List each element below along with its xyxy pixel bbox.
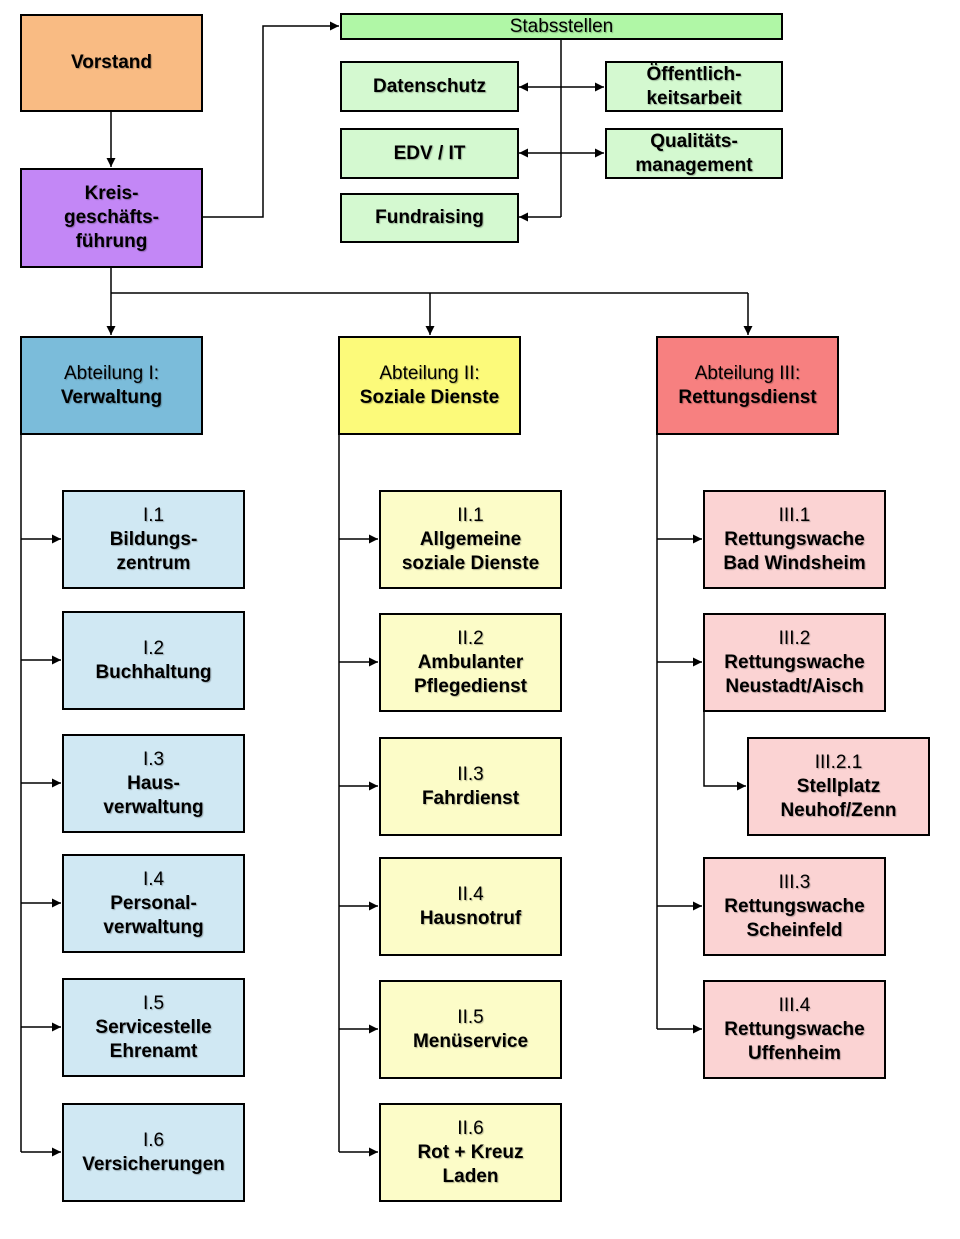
qualitaetsmanagement-line-2: management <box>635 154 753 176</box>
unit-line: Uffenheim <box>748 1042 841 1064</box>
unit-code: I.1 <box>142 504 165 526</box>
unit-line: Pflegedienst <box>414 675 527 697</box>
unit-code: II.6 <box>457 1117 484 1139</box>
unit-line: Haus- <box>127 772 180 794</box>
unit-code: III.3 <box>778 871 811 893</box>
unit-code: II.5 <box>457 1006 484 1028</box>
geschaeftsfuehrung-box: Kreis- geschäfts- führung <box>20 168 203 268</box>
vorstand-box: Vorstand <box>20 14 203 112</box>
unit-line: Servicestelle <box>95 1016 212 1038</box>
unit-code: I.3 <box>142 748 165 770</box>
unit-iii3-box: III.3 Rettungswache Scheinfeld <box>703 857 886 956</box>
unit-line: Rettungswache <box>724 895 865 917</box>
unit-line: Bad Windsheim <box>723 552 866 574</box>
unit-i2-box: I.2 Buchhaltung <box>62 611 245 710</box>
unit-line: Fahrdienst <box>421 787 520 809</box>
unit-line: Stellplatz <box>796 775 881 797</box>
unit-ii6-box: II.6 Rot + Kreuz Laden <box>379 1103 562 1202</box>
connector-gf-stabsstellen <box>203 21 339 218</box>
unit-line: Allgemeine <box>419 528 522 550</box>
unit-i4-box: I.4 Personal- verwaltung <box>62 854 245 953</box>
unit-ii5-box: II.5 Menüservice <box>379 980 562 1079</box>
department-3-code: Abteilung III: <box>694 362 801 384</box>
datenschutz-box: Datenschutz <box>340 61 519 112</box>
unit-iii1-box: III.1 Rettungswache Bad Windsheim <box>703 490 886 589</box>
oeffentlichkeitsarbeit-line-1: Öffentlich- <box>646 63 742 85</box>
unit-code: I.6 <box>142 1129 165 1151</box>
unit-i3-box: I.3 Haus- verwaltung <box>62 734 245 833</box>
unit-code: II.4 <box>457 883 484 905</box>
unit-line: Rettungswache <box>724 1018 865 1040</box>
department-1-code: Abteilung I: <box>63 362 160 384</box>
unit-line: Menüservice <box>412 1030 529 1052</box>
unit-code: III.4 <box>778 994 811 1016</box>
oeffentlichkeitsarbeit-box: Öffentlich- keitsarbeit <box>605 61 783 112</box>
unit-ii1-box: II.1 Allgemeine soziale Dienste <box>379 490 562 589</box>
unit-code: I.2 <box>142 637 165 659</box>
unit-line: Versicherungen <box>82 1153 225 1175</box>
unit-line: Rettungswache <box>724 528 865 550</box>
unit-code: III.2.1 <box>814 751 863 773</box>
unit-line: Personal- <box>110 892 197 914</box>
datenschutz-label: Datenschutz <box>373 75 486 97</box>
unit-code: II.1 <box>457 504 484 526</box>
unit-line: zentrum <box>116 552 191 574</box>
stabsstellen-header-label: Stabsstellen <box>509 15 614 37</box>
fundraising-box: Fundraising <box>340 193 519 243</box>
unit-line: Scheinfeld <box>746 919 843 941</box>
unit-ii3-box: II.3 Fahrdienst <box>379 737 562 836</box>
oeffentlichkeitsarbeit-line-2: keitsarbeit <box>646 87 742 109</box>
unit-line: Neuhof/Zenn <box>780 799 897 821</box>
unit-i5-box: I.5 Servicestelle Ehrenamt <box>62 978 245 1077</box>
unit-line: Neustadt/Aisch <box>725 675 864 697</box>
connector-iii21 <box>703 711 746 791</box>
geschaeftsfuehrung-line-3: führung <box>75 231 148 252</box>
unit-code: I.4 <box>142 868 165 890</box>
unit-line: Bildungs- <box>109 528 198 550</box>
unit-line: Buchhaltung <box>95 661 212 683</box>
unit-line: Ehrenamt <box>109 1040 198 1062</box>
unit-line: Rettungswache <box>724 651 865 673</box>
department-2-name: Soziale Dienste <box>359 386 500 408</box>
unit-line: verwaltung <box>103 796 204 818</box>
vorstand-label: Vorstand <box>71 52 152 73</box>
geschaeftsfuehrung-line-2: geschäfts- <box>63 207 160 228</box>
department-3-name: Rettungsdienst <box>678 386 817 408</box>
department-2-code: Abteilung II: <box>379 362 480 384</box>
geschaeftsfuehrung-line-1: Kreis- <box>84 183 139 204</box>
unit-ii4-box: II.4 Hausnotruf <box>379 857 562 956</box>
unit-line: Laden <box>442 1165 499 1187</box>
department-1-box: Abteilung I: Verwaltung <box>20 336 203 435</box>
unit-code: II.3 <box>457 763 484 785</box>
edv-box: EDV / IT <box>340 128 519 179</box>
unit-code: III.1 <box>778 504 811 526</box>
stabsstellen-header: Stabsstellen <box>340 13 783 40</box>
department-2-box: Abteilung II: Soziale Dienste <box>338 336 521 435</box>
unit-code: II.2 <box>457 627 484 649</box>
unit-ii2-box: II.2 Ambulanter Pflegedienst <box>379 613 562 712</box>
edv-label: EDV / IT <box>393 142 466 164</box>
unit-i1-box: I.1 Bildungs- zentrum <box>62 490 245 589</box>
qualitaetsmanagement-line-1: Qualitäts- <box>650 130 738 152</box>
qualitaetsmanagement-box: Qualitäts- management <box>605 128 783 179</box>
unit-iii4-box: III.4 Rettungswache Uffenheim <box>703 980 886 1079</box>
unit-line: soziale Dienste <box>401 552 540 574</box>
unit-iii2-box: III.2 Rettungswache Neustadt/Aisch <box>703 613 886 712</box>
unit-i6-box: I.6 Versicherungen <box>62 1103 245 1202</box>
unit-line: Rot + Kreuz <box>417 1141 524 1163</box>
unit-code: III.2 <box>778 627 811 649</box>
fundraising-label: Fundraising <box>375 207 484 228</box>
department-1-name: Verwaltung <box>60 386 163 408</box>
unit-line: Hausnotruf <box>419 907 522 929</box>
department-3-box: Abteilung III: Rettungsdienst <box>656 336 839 435</box>
unit-iii21-box: III.2.1 Stellplatz Neuhof/Zenn <box>747 737 930 836</box>
unit-line: verwaltung <box>103 916 204 938</box>
unit-code: I.5 <box>142 992 165 1014</box>
unit-line: Ambulanter <box>417 651 524 673</box>
